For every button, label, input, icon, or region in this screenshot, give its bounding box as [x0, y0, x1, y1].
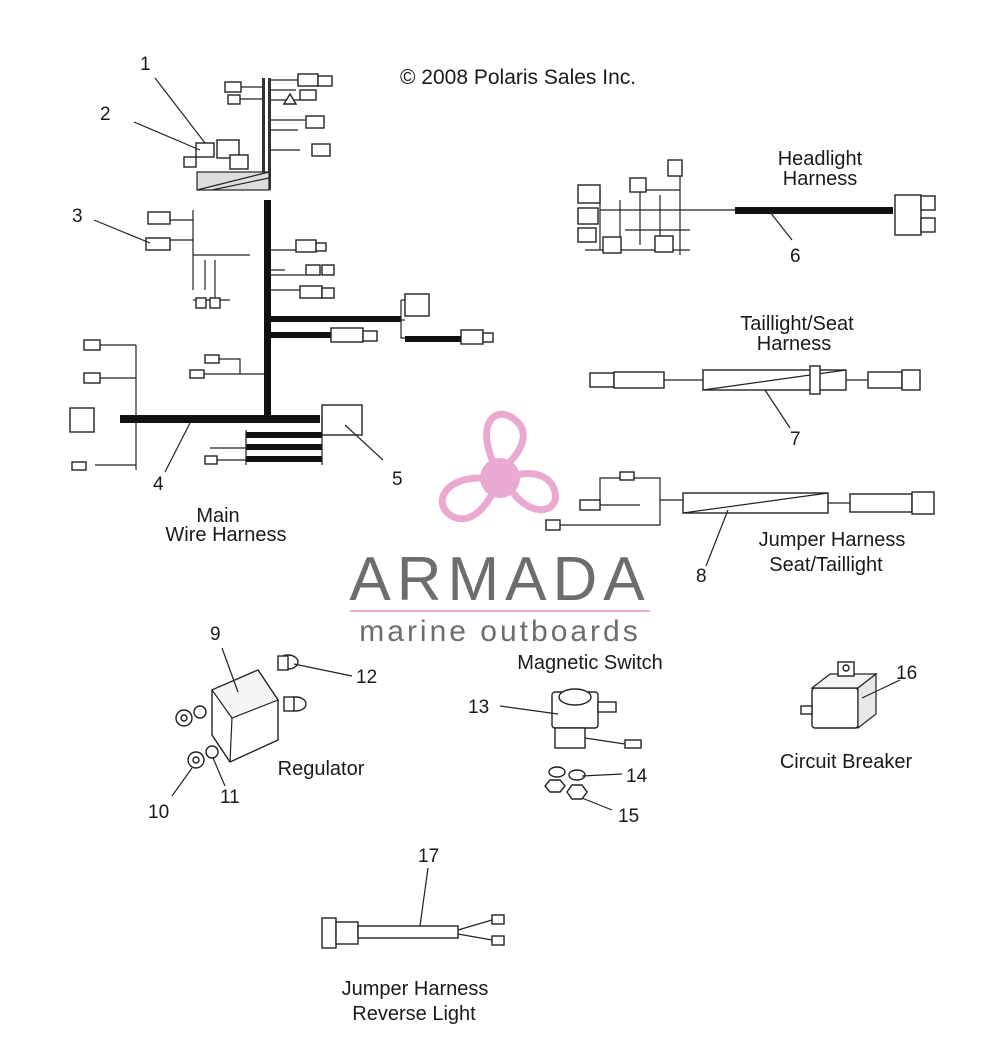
propeller-icon: [438, 410, 559, 523]
callout-14[interactable]: 14: [626, 766, 648, 787]
title-magnetic-switch: Magnetic Switch: [517, 652, 663, 674]
title-taillight-line1: Taillight/Seat: [740, 313, 854, 335]
main-trunk-wire: [264, 200, 271, 420]
callout-6[interactable]: 6: [790, 246, 801, 267]
callout-17[interactable]: 17: [418, 846, 439, 867]
armada-watermark: ARMADA marine outboards: [349, 410, 650, 648]
callout-1[interactable]: 1: [140, 54, 151, 75]
title-headlight-line1: Headlight: [778, 148, 863, 170]
regulator[interactable]: [175, 654, 307, 769]
callout-4[interactable]: 4: [153, 474, 164, 495]
headlight-main-wire: [735, 207, 893, 214]
callout-10[interactable]: 10: [148, 802, 169, 823]
callout-11[interactable]: 11: [220, 787, 240, 808]
title-headlight-line2: Harness: [783, 168, 857, 190]
taillight-seat-harness[interactable]: [589, 365, 921, 395]
callout-16[interactable]: 16: [896, 663, 917, 684]
callout-5[interactable]: 5: [392, 469, 403, 490]
callout-2[interactable]: 2: [100, 104, 111, 125]
jumper-harness-seat-taillight[interactable]: [545, 471, 935, 531]
title-jumper-reverse-line2: Reverse Light: [352, 1003, 476, 1025]
copyright-text: © 2008 Polaris Sales Inc.: [400, 66, 636, 89]
callout-numbers: 1 2 3 4 5 6 7 8 9 10 11 12 13 14 15 16 1…: [72, 54, 917, 867]
title-jumper-seat-line2: Seat/Taillight: [769, 554, 883, 576]
callout-9[interactable]: 9: [210, 624, 221, 645]
title-main-line1: Main: [196, 505, 239, 527]
title-jumper-seat-line1: Jumper Harness: [759, 529, 906, 551]
headlight-harness[interactable]: [577, 159, 936, 255]
watermark-brand: ARMADA: [349, 545, 650, 614]
main-horizontal-wire: [120, 415, 320, 423]
main-wire-harness[interactable]: [69, 73, 494, 471]
title-circuit-breaker: Circuit Breaker: [780, 751, 913, 773]
section-titles: Main Wire Harness Headlight Harness Tail…: [165, 148, 912, 1025]
callout-3[interactable]: 3: [72, 206, 83, 227]
jumper-harness-reverse-light[interactable]: [321, 914, 505, 949]
magnetic-switch[interactable]: [544, 688, 642, 800]
callout-15[interactable]: 15: [618, 806, 639, 827]
title-main-line2: Wire Harness: [165, 524, 286, 546]
title-regulator: Regulator: [278, 758, 365, 780]
callout-13[interactable]: 13: [468, 697, 489, 718]
title-taillight-line2: Harness: [757, 333, 831, 355]
leader-lines: [93, 77, 901, 927]
title-jumper-reverse-line1: Jumper Harness: [342, 978, 489, 1000]
callout-7[interactable]: 7: [790, 429, 801, 450]
watermark-tagline: marine outboards: [359, 615, 640, 648]
callout-8[interactable]: 8: [696, 566, 707, 587]
circuit-breaker[interactable]: [800, 661, 878, 730]
callout-12[interactable]: 12: [356, 667, 377, 688]
